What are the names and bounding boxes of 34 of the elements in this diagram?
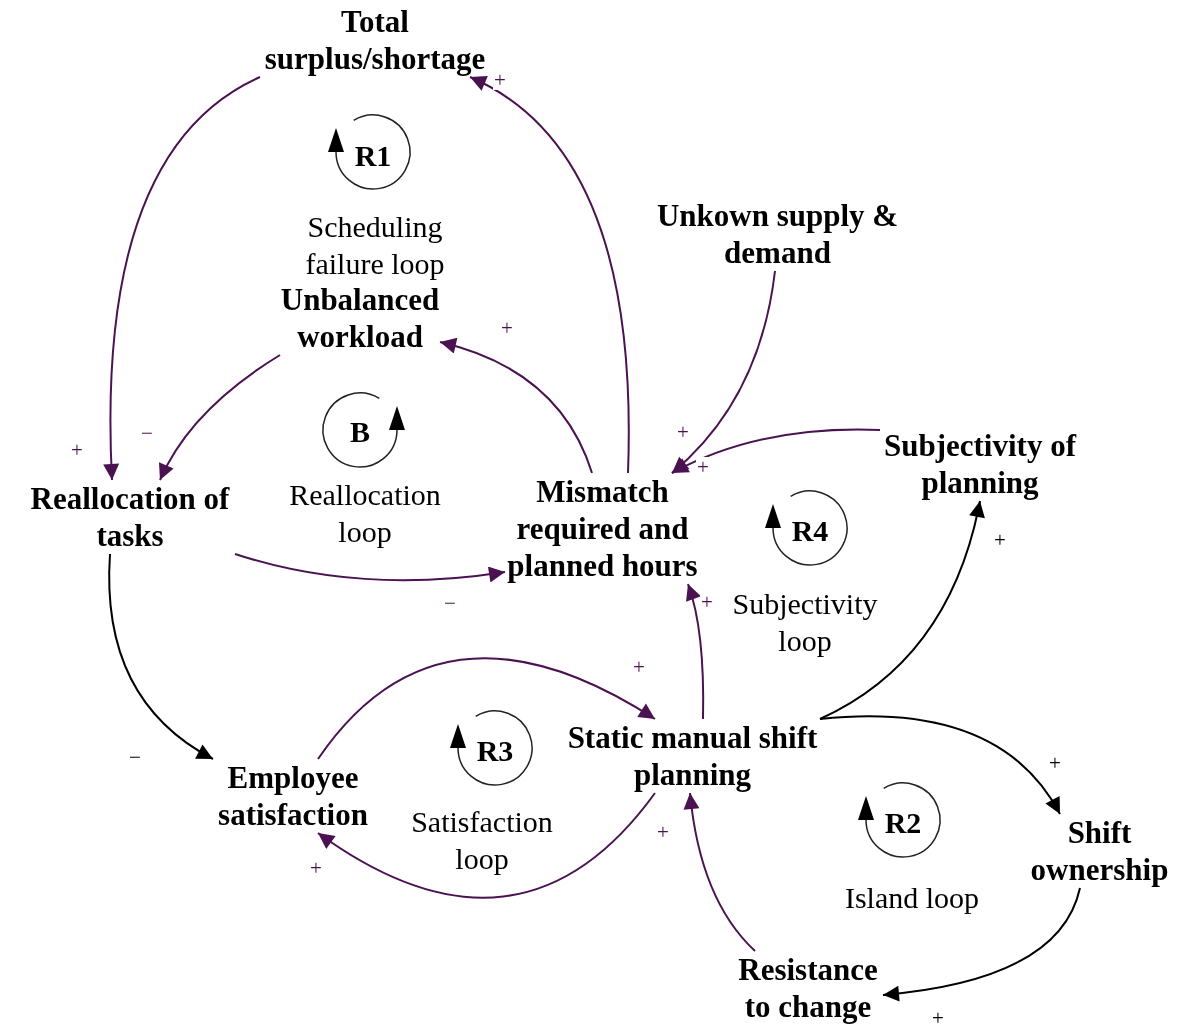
arrow [317, 792, 656, 899]
loop-name: Scheduling failure loop [304, 209, 446, 282]
variable-label: Shift ownership [1027, 814, 1172, 888]
arrow [685, 583, 705, 720]
arrow [103, 76, 261, 481]
loop-id: R1 [353, 138, 393, 174]
loop-name: Island loop [843, 880, 981, 916]
arrow [439, 338, 593, 474]
arrow [683, 792, 756, 952]
arrow [159, 354, 281, 481]
variable-label: Resistance to change [733, 951, 883, 1025]
loop-id: R4 [790, 513, 830, 549]
loop-name: Reallocation loop [288, 477, 442, 550]
arrow [108, 553, 214, 760]
arrow [317, 657, 656, 760]
variable-label: Total surplus/shortage [260, 3, 490, 77]
variable-label: Subjectivity of planning [880, 427, 1080, 501]
variable-label: Unkown supply & demand [655, 197, 900, 271]
arrow [882, 887, 1081, 1002]
arrow [819, 715, 1061, 815]
arrow [671, 428, 881, 474]
loop-name: Satisfaction loop [410, 804, 554, 877]
variable-label: Reallocation of tasks [25, 480, 235, 554]
loop-name: Subjectivity loop [731, 586, 879, 659]
variable-label: Static manual shift planning [565, 719, 820, 793]
loop-id: B [349, 414, 371, 450]
variable-label: Unbalanced workload [280, 281, 440, 355]
arrow [234, 553, 506, 583]
loop-id: R2 [883, 805, 923, 841]
arrow [819, 500, 985, 720]
loop-id: R3 [475, 733, 515, 769]
arrow [469, 76, 630, 474]
variable-label: Employee satisfaction [213, 759, 373, 833]
arrow [671, 270, 776, 474]
